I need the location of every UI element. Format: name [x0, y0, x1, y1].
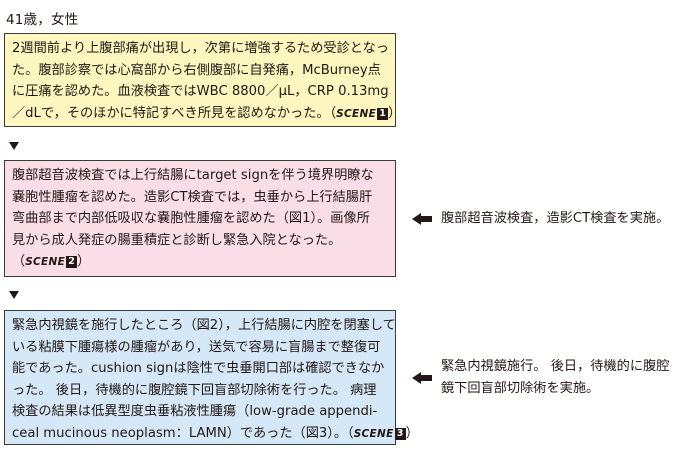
scene-3-line-4: った。 後日，待機的に腹腔鏡下回盲部切除術を行った。 病理: [12, 382, 377, 398]
scene-1-line-1: 2週間前より上腹部痛が出現し，次第に増強するため受診となっ: [12, 41, 389, 56]
scene-3-note-line-2: 鏡下回盲部切除術を実施。: [441, 380, 600, 396]
scene-3-note-line-1: 緊急内視鏡施行。 後日，待機的に腹腔: [441, 359, 670, 374]
down-arrow-icon: [9, 291, 19, 299]
scene-1-line-2: た。腹部診察では心窩部から右側腹部に自発痛，McBurney点: [12, 62, 381, 78]
scene-2-line-1: 腹部超音波検査では上行結腸にtarget signを伴う境界明瞭な: [12, 168, 374, 183]
scene-2-number: 2: [66, 256, 78, 268]
scene-2-line-3: 弯曲部まで内部低吸収な嚢胞性腫瘤を認めた（図1）。画像所: [12, 211, 370, 226]
scene-2-line-4: 見から成人発症の腸重積症と診断し緊急入院となった。: [12, 232, 342, 248]
scene-1-line-4: ／dLで，そのほかに特記すべき所見を認めなかった。: [12, 105, 330, 121]
scene-2-box: 腹部超音波検査では上行結腸にtarget signを伴う境界明瞭な 嚢胞性腫瘤を…: [4, 160, 396, 277]
scene-3-line-5: 検査の結果は低異型度虫垂粘液性腫瘍（low-grade appendi-: [12, 404, 378, 419]
case-header: 41歳，女性: [6, 12, 79, 28]
scene-3-line-2: いる粘膜下腫瘍様の腫瘤があり，送気で容易に盲腸まで整復可: [12, 339, 381, 355]
scene-3-line-6-wrap: ceal mucinous neoplasm：LAMN）であった（図3）。（SC…: [12, 425, 419, 441]
scene-2-note: 腹部超音波検査，造影CT検査を実施。: [441, 211, 670, 226]
scene-3-label: SCENE: [353, 427, 394, 440]
scene-3-box: 緊急内視鏡を施行したところ（図2），上行結腸に内腔を閉塞して いる粘膜下腫瘍様の…: [4, 310, 419, 445]
scene-3-line-3: 能であった。cushion signは陰性で虫垂開口部は確認できなか: [12, 361, 385, 376]
scene-3-line-6: ceal mucinous neoplasm：LAMN）であった（図3）。: [12, 425, 348, 441]
down-arrow-icon: [9, 142, 19, 150]
scene-1-box: 2週間前より上腹部痛が出現し，次第に増強するため受診となっ た。腹部診察では心窩…: [4, 33, 402, 127]
scene-1-number: 1: [377, 107, 389, 120]
scene-1-line-3: に圧痛を認めた。血液検査ではWBC 8800／μL，CRP 0.13mg: [12, 84, 389, 99]
scene-3-number: 3: [394, 427, 406, 440]
left-arrow-icon: [412, 372, 432, 384]
scene-2-line-2: 嚢胞性腫瘤を認めた。造影CT検査では，虫垂から上行結腸肝: [12, 189, 373, 205]
scene-2-label: SCENE: [25, 256, 66, 268]
scene-3-note: 緊急内視鏡施行。 後日，待機的に腹腔 鏡下回盲部切除術を実施。: [441, 356, 691, 399]
scene-3-line-1: 緊急内視鏡を施行したところ（図2），上行結腸に内腔を閉塞して: [12, 318, 396, 333]
scene-1-label: SCENE: [336, 107, 377, 120]
left-arrow-icon: [412, 213, 432, 225]
